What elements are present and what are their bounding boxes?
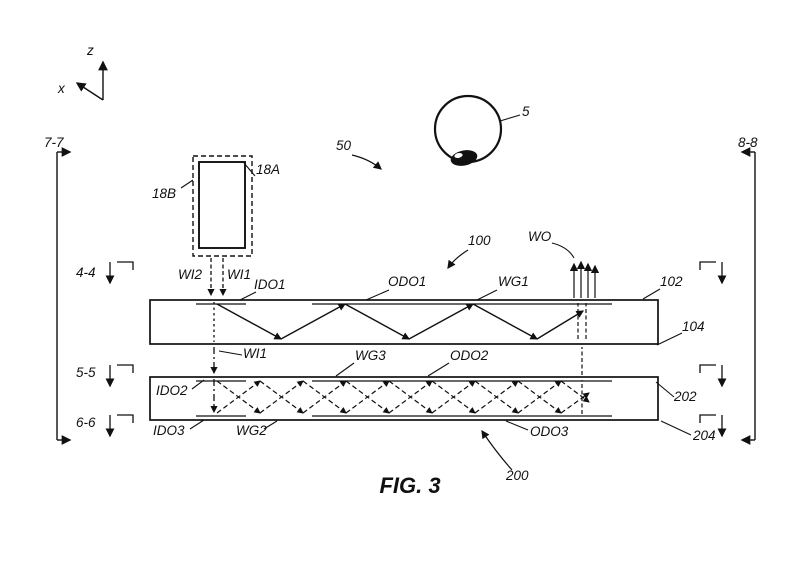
- ray-segment: [259, 380, 304, 414]
- leader-202: [655, 381, 675, 398]
- section-line-8-8: [740, 147, 756, 445]
- ray-segment: [560, 392, 590, 414]
- wo-label: WO: [528, 229, 552, 244]
- section-corner-left: [117, 414, 134, 423]
- waveguide2-200-label: 200: [505, 468, 529, 483]
- system-50-label: 50: [336, 138, 352, 153]
- leader-18A: [243, 162, 256, 177]
- leader-102: [642, 288, 661, 300]
- section-line-6-6: [105, 414, 727, 438]
- ray-segment: [536, 310, 584, 340]
- wi1-top-label: WI1: [227, 267, 251, 282]
- ido3-label: IDO3: [153, 423, 185, 438]
- coordinate-axes: [75, 60, 108, 101]
- slab1-light-path: [216, 303, 584, 340]
- leader-ido3: [189, 419, 205, 430]
- projector: [192, 155, 253, 257]
- ray-segment: [216, 380, 261, 414]
- exit-beams: [569, 260, 600, 414]
- section-6-6-label: 6-6: [76, 415, 96, 430]
- ref-104-label: 104: [682, 319, 705, 334]
- wi1-mid-label: WI1: [243, 346, 267, 361]
- leader-odo3: [505, 420, 529, 431]
- slab2-rect: [149, 376, 659, 421]
- section-line-5-5: [105, 364, 727, 388]
- leader-200: [481, 429, 513, 471]
- wi2-label: WI2: [178, 267, 202, 282]
- z-axis-label: z: [86, 43, 94, 58]
- projector-18B-label: 18B: [152, 186, 176, 201]
- leader-wg1: [476, 289, 498, 301]
- pupil-highlight: [454, 152, 463, 159]
- ray-segment: [560, 380, 590, 403]
- leader-100: [447, 249, 469, 270]
- section-7-7-label: 7-7: [44, 135, 64, 150]
- wg1-label: WG1: [498, 274, 529, 289]
- leader-odo2: [427, 362, 450, 377]
- ray-segment: [344, 303, 411, 340]
- section-corner-right: [699, 261, 716, 270]
- ray-segment: [474, 380, 519, 414]
- eye-leader-line: [499, 114, 521, 122]
- section-4-4-label: 4-4: [76, 265, 96, 280]
- odo2-label: ODO2: [450, 348, 489, 363]
- leader-18B: [180, 179, 194, 189]
- section-corner-left: [117, 364, 134, 373]
- leader-104: [656, 332, 683, 346]
- waveguide1-100-label: 100: [468, 233, 491, 248]
- ray-segment: [280, 303, 347, 340]
- section-line-4-4: [105, 261, 727, 285]
- leader-50: [351, 154, 382, 170]
- leader-odo1: [365, 289, 390, 301]
- ray-segment: [388, 380, 433, 414]
- projector-18A-label: 18A: [256, 162, 280, 177]
- leader-wo: [551, 242, 575, 259]
- ray-segment: [431, 380, 476, 414]
- odo3-label: ODO3: [530, 424, 569, 439]
- leader-ido1: [239, 291, 257, 301]
- ref-102-label: 102: [660, 274, 683, 289]
- ref-202-label: 202: [673, 389, 697, 404]
- waveguide-2-body: [149, 376, 659, 421]
- leader-wi1-mid: [218, 350, 243, 356]
- ido1-label: IDO1: [254, 277, 286, 292]
- ray-segment: [408, 303, 475, 340]
- section-line-7-7: [56, 147, 72, 445]
- eye-ref-label: 5: [522, 104, 530, 119]
- ray-segment: [345, 380, 390, 414]
- section-8-8-label: 8-8: [738, 135, 758, 150]
- waveguide-1-body: [149, 299, 659, 345]
- figure-title: FIG. 3: [379, 473, 440, 498]
- x-axis-arrow: [75, 82, 104, 101]
- wg2-label: WG2: [236, 423, 267, 438]
- leader-wg3: [335, 362, 355, 377]
- odo1-label: ODO1: [388, 274, 426, 289]
- ray-segment: [517, 380, 562, 414]
- ido2-label: IDO2: [156, 383, 188, 398]
- leader-wg2: [263, 420, 278, 430]
- ray-segment: [472, 303, 539, 340]
- leader-ido2: [191, 379, 205, 390]
- projector-inner-solid: [198, 161, 246, 249]
- x-axis-label: x: [57, 81, 66, 96]
- eye-illustration: [433, 94, 503, 166]
- wg3-label: WG3: [355, 348, 386, 363]
- leader-204: [660, 420, 692, 436]
- ray-segment: [302, 380, 347, 414]
- ray-segment: [216, 303, 283, 340]
- section-corner-right: [699, 364, 716, 373]
- ref-204-label: 204: [692, 428, 716, 443]
- section-5-5-label: 5-5: [76, 365, 96, 380]
- slab1-rect: [149, 299, 659, 345]
- section-corner-left: [117, 261, 134, 270]
- input-beams: [207, 258, 227, 414]
- slab2-light-path: [216, 380, 590, 414]
- section-corner-right: [699, 414, 716, 423]
